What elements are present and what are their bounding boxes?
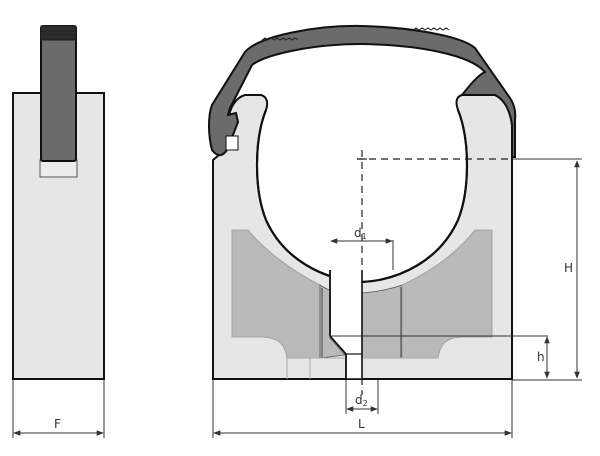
front-view: H h d1 d2 L	[208, 24, 582, 438]
side-bracket-grip	[40, 25, 77, 41]
insert-center-right	[361, 284, 403, 359]
label-d2: d2	[355, 393, 368, 408]
label-H: H	[564, 261, 573, 275]
dimension-d2	[345, 380, 379, 414]
side-view: F	[12, 25, 105, 438]
center-lines	[357, 150, 512, 395]
label-h: h	[537, 350, 545, 364]
insert-edges	[286, 287, 438, 379]
bracket-texture	[261, 27, 450, 41]
side-bracket	[40, 25, 77, 162]
dimension-H	[512, 158, 582, 381]
bracket-catch	[225, 135, 239, 151]
insert-right	[401, 229, 493, 359]
dimension-L	[212, 380, 513, 438]
side-slot	[39, 159, 78, 178]
label-F: F	[54, 417, 61, 431]
snap-bracket	[208, 24, 517, 158]
dimension-F	[12, 380, 105, 438]
label-d1: d1	[354, 226, 367, 241]
label-L: L	[358, 417, 365, 431]
insert-center-left	[319, 284, 346, 359]
dimension-d1	[330, 238, 394, 270]
